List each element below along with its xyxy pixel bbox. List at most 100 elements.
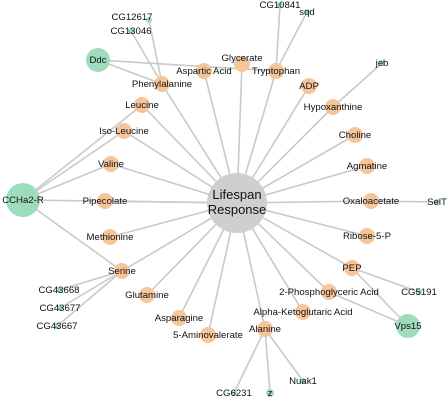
node-label-ribose5p: Ribose-5-P <box>343 231 391 242</box>
edge-hypoxanthine-jeb <box>332 62 383 108</box>
edge-phenylalanine-cg12617 <box>148 19 163 85</box>
node-label-choline: Choline <box>339 130 372 141</box>
node-cg10841 <box>277 2 283 8</box>
node-label-methionine: Methionine <box>87 232 134 243</box>
node-label-asparagine: Asparagine <box>155 313 204 324</box>
center-label-line2: Response <box>208 202 267 217</box>
node-label-phenylalanine: Phenylalanine <box>132 79 192 90</box>
node-isoleucine <box>116 123 132 139</box>
node-akg <box>295 304 311 320</box>
node-label-cg12617: CG12617 <box>111 12 152 23</box>
node-aminovalerate <box>200 327 216 343</box>
node-label-valine: Valine <box>98 159 124 170</box>
node-jeb <box>379 60 385 66</box>
node-phenylalanine <box>154 76 170 92</box>
node-cg5191 <box>416 289 422 295</box>
node-methionine <box>102 229 118 245</box>
node-label-glycerate: Glycerate <box>221 53 262 64</box>
edge-oxaloacetate-selt <box>370 200 438 203</box>
node-pga2 <box>321 284 337 300</box>
edge-pep-vps15 <box>351 267 409 327</box>
node-cg43677 <box>57 305 63 311</box>
center-node-circle <box>207 173 267 233</box>
node-label-jeb: jeb <box>375 58 389 69</box>
node-glycerate <box>234 56 250 72</box>
edge-pep-cg5191 <box>351 267 420 293</box>
node-label-cg43667: CG43667 <box>36 321 77 332</box>
node-nuak1 <box>300 378 306 384</box>
node-label-serine: Serine <box>108 266 136 277</box>
node-label-oxaloacetate: Oxaloacetate <box>343 196 400 207</box>
node-adp <box>301 78 317 94</box>
node-label-ccha2r: CCHa2-R <box>2 195 44 206</box>
node-label-isoleucine: Iso-Leucine <box>99 126 149 137</box>
node-cg43667 <box>54 323 60 329</box>
node-cg13046 <box>128 28 134 34</box>
node-agmatine <box>359 158 375 174</box>
node-ribose5p <box>359 228 375 244</box>
node-vps15 <box>396 314 420 338</box>
node-label-cg10841: CG10841 <box>259 0 300 11</box>
node-glutamine <box>139 287 155 303</box>
node-label-cg6231: CG6231 <box>216 388 252 399</box>
node-pep <box>344 260 360 276</box>
node-label-akg: Alpha-Ketoglutaric Acid <box>253 307 352 318</box>
edge-serine-cg43667 <box>56 270 123 327</box>
node-tryptophan <box>268 63 284 79</box>
node-cg43668 <box>56 287 62 293</box>
node-z <box>266 389 274 397</box>
node-label-cg13046: CG13046 <box>110 26 151 37</box>
node-sqd <box>304 9 310 15</box>
node-selt <box>434 199 440 205</box>
node-choline <box>347 127 363 143</box>
node-label-aspartic: Aspartic Acid <box>176 66 231 77</box>
node-label-sqd: sqd <box>299 7 314 18</box>
edge-tryptophan-sqd <box>275 11 308 72</box>
edge-tryptophan-cg10841 <box>275 4 281 72</box>
node-pipecolate <box>97 193 113 209</box>
node-ccha2r <box>6 183 40 217</box>
node-cg12617 <box>146 17 152 23</box>
edge-serine-ccha2r <box>22 199 123 272</box>
node-label-hypoxanthine: Hypoxanthine <box>304 102 363 113</box>
edge-serine-cg43677 <box>59 270 123 309</box>
edge-alanine-cg6231 <box>233 328 266 394</box>
node-label-cg43677: CG43677 <box>39 303 80 314</box>
edge-isoleucine-ccha2r <box>22 130 125 201</box>
edge-alanine-z <box>264 328 271 394</box>
edge-serine-cg43668 <box>58 270 123 291</box>
node-label-ddc: Ddc <box>89 55 106 66</box>
node-label-vps15: Vps15 <box>394 321 421 332</box>
node-alanine <box>257 321 273 337</box>
node-label-selt: SelT <box>427 197 447 208</box>
node-label-adp: ADP <box>299 81 319 92</box>
node-label-cg5191: CG5191 <box>401 287 437 298</box>
node-leucine <box>134 97 150 113</box>
node-label-pep: PEP <box>342 263 361 274</box>
node-layer <box>6 2 440 397</box>
node-label-glutamine: Glutamine <box>125 290 169 301</box>
node-label-leucine: Leucine <box>125 100 159 111</box>
node-serine <box>114 263 130 279</box>
node-ddc <box>86 48 110 72</box>
node-label-pipecolate: Pipecolate <box>83 196 128 207</box>
node-label-alanine: Alanine <box>249 324 281 335</box>
node-oxaloacetate <box>363 193 379 209</box>
node-label-agmatine: Agmatine <box>347 161 388 172</box>
node-asparagine <box>171 310 187 326</box>
center-label-line1: Lifespan <box>212 187 261 202</box>
node-label-aminovalerate: 5-Aminovalerate <box>173 330 243 341</box>
edge-phenylalanine-cg13046 <box>130 30 163 85</box>
node-cg6231 <box>231 390 237 396</box>
node-valine <box>103 156 119 172</box>
edge-pga2-vps15 <box>328 291 409 327</box>
node-hypoxanthine <box>325 99 341 115</box>
node-label-pga2: 2-Phosphoglyceric Acid <box>279 287 379 298</box>
node-label-z: z <box>268 388 273 399</box>
node-label-nuak1: Nuak1 <box>289 376 317 387</box>
node-label-tryptophan: Tryptophan <box>252 66 300 77</box>
center-node: Lifespan Response <box>207 173 267 233</box>
node-label-cg43668: CG43668 <box>38 285 79 296</box>
